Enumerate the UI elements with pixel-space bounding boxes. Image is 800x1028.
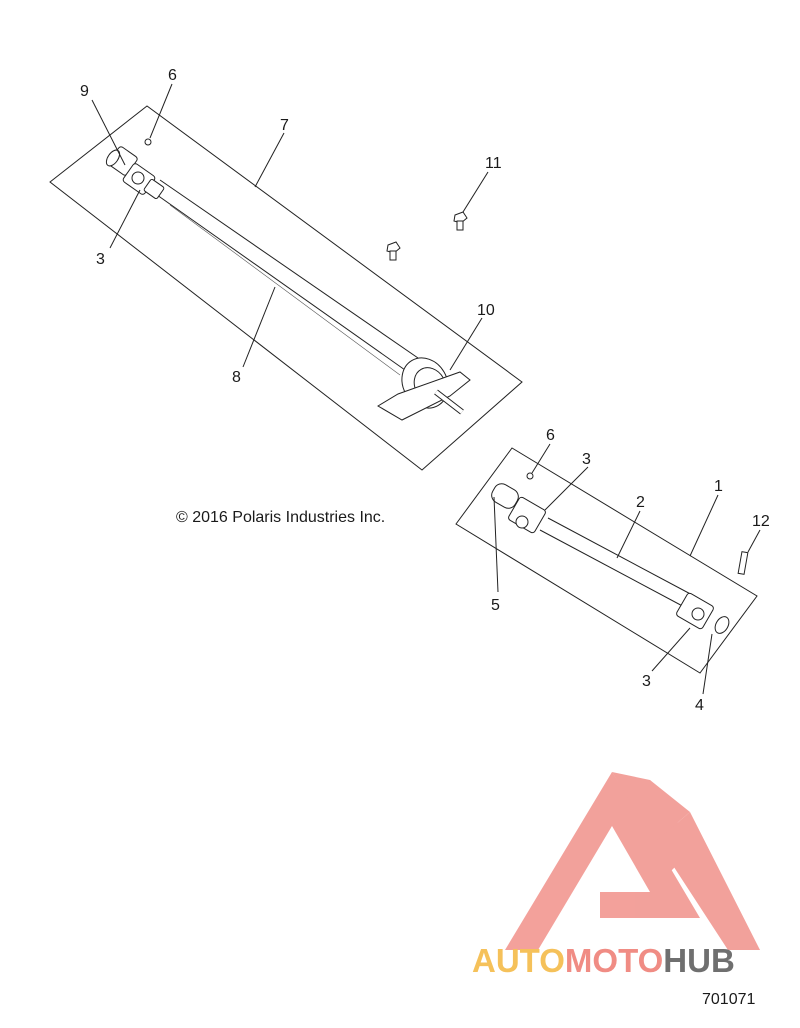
callout-7: 7: [280, 117, 289, 134]
callout-9: 9: [80, 83, 89, 100]
bolt-icon: [453, 211, 468, 231]
callout-1: 1: [714, 478, 723, 495]
grease-fitting-icon: [526, 472, 534, 480]
callout-10: 10: [477, 302, 495, 319]
callout-3-lower-top: 3: [582, 451, 591, 468]
watermark-moto: MOTO: [564, 942, 664, 979]
grease-fitting-icon: [144, 138, 152, 146]
watermark-logo-icon: [505, 772, 760, 950]
callout-4: 4: [695, 697, 704, 714]
lower-assembly-outline: [455, 447, 758, 674]
callout-2: 2: [636, 494, 645, 511]
watermark-hub: HUB: [663, 942, 735, 979]
callout-8: 8: [232, 369, 241, 386]
document-number: 701071: [702, 991, 756, 1008]
callout-12: 12: [752, 513, 770, 530]
leader-lines: [91, 83, 761, 695]
callout-3-upper: 3: [96, 251, 105, 268]
front-prop-shaft: [491, 483, 730, 634]
watermark-auto: AUTO: [472, 942, 565, 979]
copyright-notice: © 2016 Polaris Industries Inc.: [176, 509, 386, 526]
roll-pin-icon: [737, 551, 749, 575]
callout-3-lower-bottom: 3: [642, 673, 651, 690]
callout-11: 11: [485, 155, 502, 172]
callout-6-lower: 6: [546, 427, 555, 444]
upper-assembly-outline: [49, 105, 523, 471]
watermark-wordmark: AUTOMOTOHUB: [472, 942, 735, 980]
bolt-icon: [386, 241, 401, 261]
callout-5: 5: [491, 597, 500, 614]
rear-prop-shaft: [105, 146, 471, 421]
callout-6-upper: 6: [168, 67, 177, 84]
